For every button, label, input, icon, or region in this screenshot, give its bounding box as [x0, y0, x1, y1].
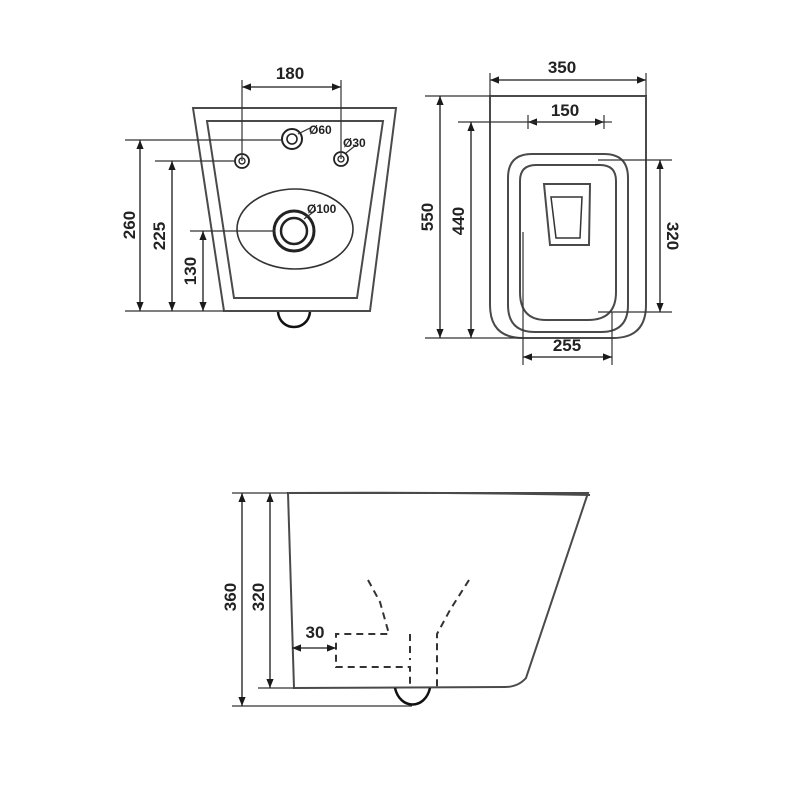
bowl-outer [507, 153, 629, 333]
dim-30-label: 30 [306, 623, 325, 642]
top-outline [489, 95, 647, 339]
dim-360-label: 360 [221, 583, 240, 611]
dim-320-label: 320 [663, 222, 682, 250]
dim-180-label: 180 [276, 64, 304, 83]
dim-350-label: 350 [548, 58, 576, 77]
dia60-label: Ø60 [309, 123, 332, 137]
back-inner-outline [205, 120, 385, 299]
dim-440-label: 440 [449, 207, 468, 235]
drain-recess-inner [550, 196, 583, 239]
side-outline [286, 492, 590, 690]
back-view: 180 Ø60 Ø30 Ø100 260 225 130 [120, 64, 398, 329]
dim-225-label: 225 [150, 222, 169, 250]
drain-recess-outer [542, 183, 592, 246]
dim-150-label: 150 [551, 101, 579, 120]
back-foot [276, 311, 312, 329]
dim-130-label: 130 [181, 257, 200, 285]
trap-right-wall [436, 579, 470, 688]
top-view: 350 150 550 440 320 255 [418, 58, 682, 365]
dim-320-side-label: 320 [249, 583, 268, 611]
side-top-edge [287, 491, 591, 496]
side-view: 360 320 30 [221, 491, 591, 707]
inlet-ring-inner [286, 133, 298, 145]
outlet-recess [236, 188, 354, 270]
bowl-inner [519, 164, 617, 321]
inlet-ring [281, 128, 303, 150]
trap-left-wall [335, 579, 411, 688]
dim-260-label: 260 [120, 211, 139, 239]
side-foot [393, 687, 432, 706]
leader-dia30 [345, 144, 357, 154]
dia100-label: Ø100 [307, 202, 337, 216]
leader-dia100 [303, 209, 317, 220]
back-outline [191, 107, 398, 312]
leader-dia60 [297, 127, 311, 135]
dia30-label: Ø30 [343, 136, 366, 150]
dim-550-label: 550 [418, 203, 437, 231]
outlet-ring-inner [279, 216, 309, 246]
dim-255-label: 255 [553, 336, 581, 355]
